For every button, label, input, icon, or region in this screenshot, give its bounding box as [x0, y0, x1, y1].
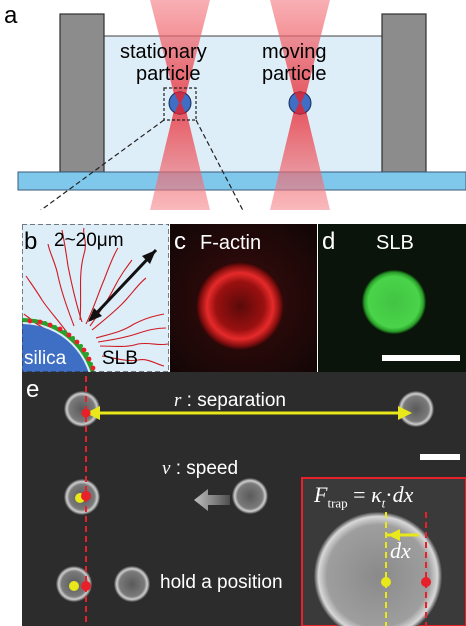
scale-bar-d	[382, 355, 460, 361]
formula-eq: =	[347, 482, 372, 507]
panel-e-label: e	[26, 376, 40, 403]
inset-box	[301, 477, 466, 626]
formula-kappa-sub: t	[381, 495, 386, 511]
formula-kappa: κ	[371, 482, 382, 507]
stationary-label-1: stationary	[120, 41, 207, 63]
speed-symbol: v	[162, 458, 171, 479]
zoom-box	[163, 87, 197, 121]
speed-arrow	[194, 489, 230, 511]
hold-label: hold a position	[160, 572, 283, 593]
bead-row3-second	[114, 566, 150, 602]
left-wall	[59, 13, 105, 173]
separation-label: r : separation	[174, 390, 286, 412]
glass-substrate	[17, 171, 466, 191]
length-text: 2~20μm	[54, 230, 124, 251]
speed-text: : speed	[170, 458, 239, 479]
inset-dx-label: dx	[390, 538, 411, 563]
panel-d: d SLB	[318, 224, 466, 372]
panel-e-image	[22, 372, 466, 626]
panel-a-schematic	[17, 0, 466, 210]
panel-b: b 2~20μm silica SLB	[22, 224, 169, 372]
moving-label-1: moving	[262, 41, 327, 63]
bead-row1-right	[398, 391, 434, 427]
slb-label-b: SLB	[102, 348, 138, 369]
right-wall	[381, 13, 427, 173]
moving-label-2: particle	[262, 63, 327, 85]
panel-c-title: F-actin	[200, 232, 262, 254]
formula-F-sub: trap	[327, 495, 348, 511]
panel-a: a stationary particle moving particle	[0, 0, 466, 210]
scale-bar-e	[420, 454, 460, 460]
separation-text: : separation	[181, 390, 286, 411]
panel-c: c F-actin	[170, 224, 317, 372]
panel-d-title: SLB	[376, 232, 414, 254]
panel-e: e r : separation v : speed hold a positi…	[22, 372, 466, 626]
panel-c-label: c	[174, 228, 186, 255]
separation-symbol: r	[174, 390, 182, 411]
chamber-fluid	[103, 35, 383, 173]
f-actin-image	[170, 224, 317, 372]
formula-dx: dx	[392, 482, 414, 507]
silica-core	[22, 324, 89, 372]
trap-force-formula: Ftrap = κt·dx	[314, 482, 413, 511]
formula-F: F	[314, 482, 328, 507]
panel-a-label: a	[4, 2, 18, 29]
speed-label: v : speed	[162, 458, 238, 480]
stationary-label-2: particle	[136, 63, 201, 85]
panel-d-label: d	[322, 228, 336, 255]
slb-image	[318, 224, 466, 372]
bead-row2-moving	[232, 478, 268, 514]
panel-b-schematic	[22, 224, 169, 372]
formula-dot: ·	[385, 482, 393, 507]
silica-label: silica	[24, 348, 67, 369]
panel-b-label: b	[24, 228, 38, 255]
bead-row1-left	[64, 391, 100, 427]
